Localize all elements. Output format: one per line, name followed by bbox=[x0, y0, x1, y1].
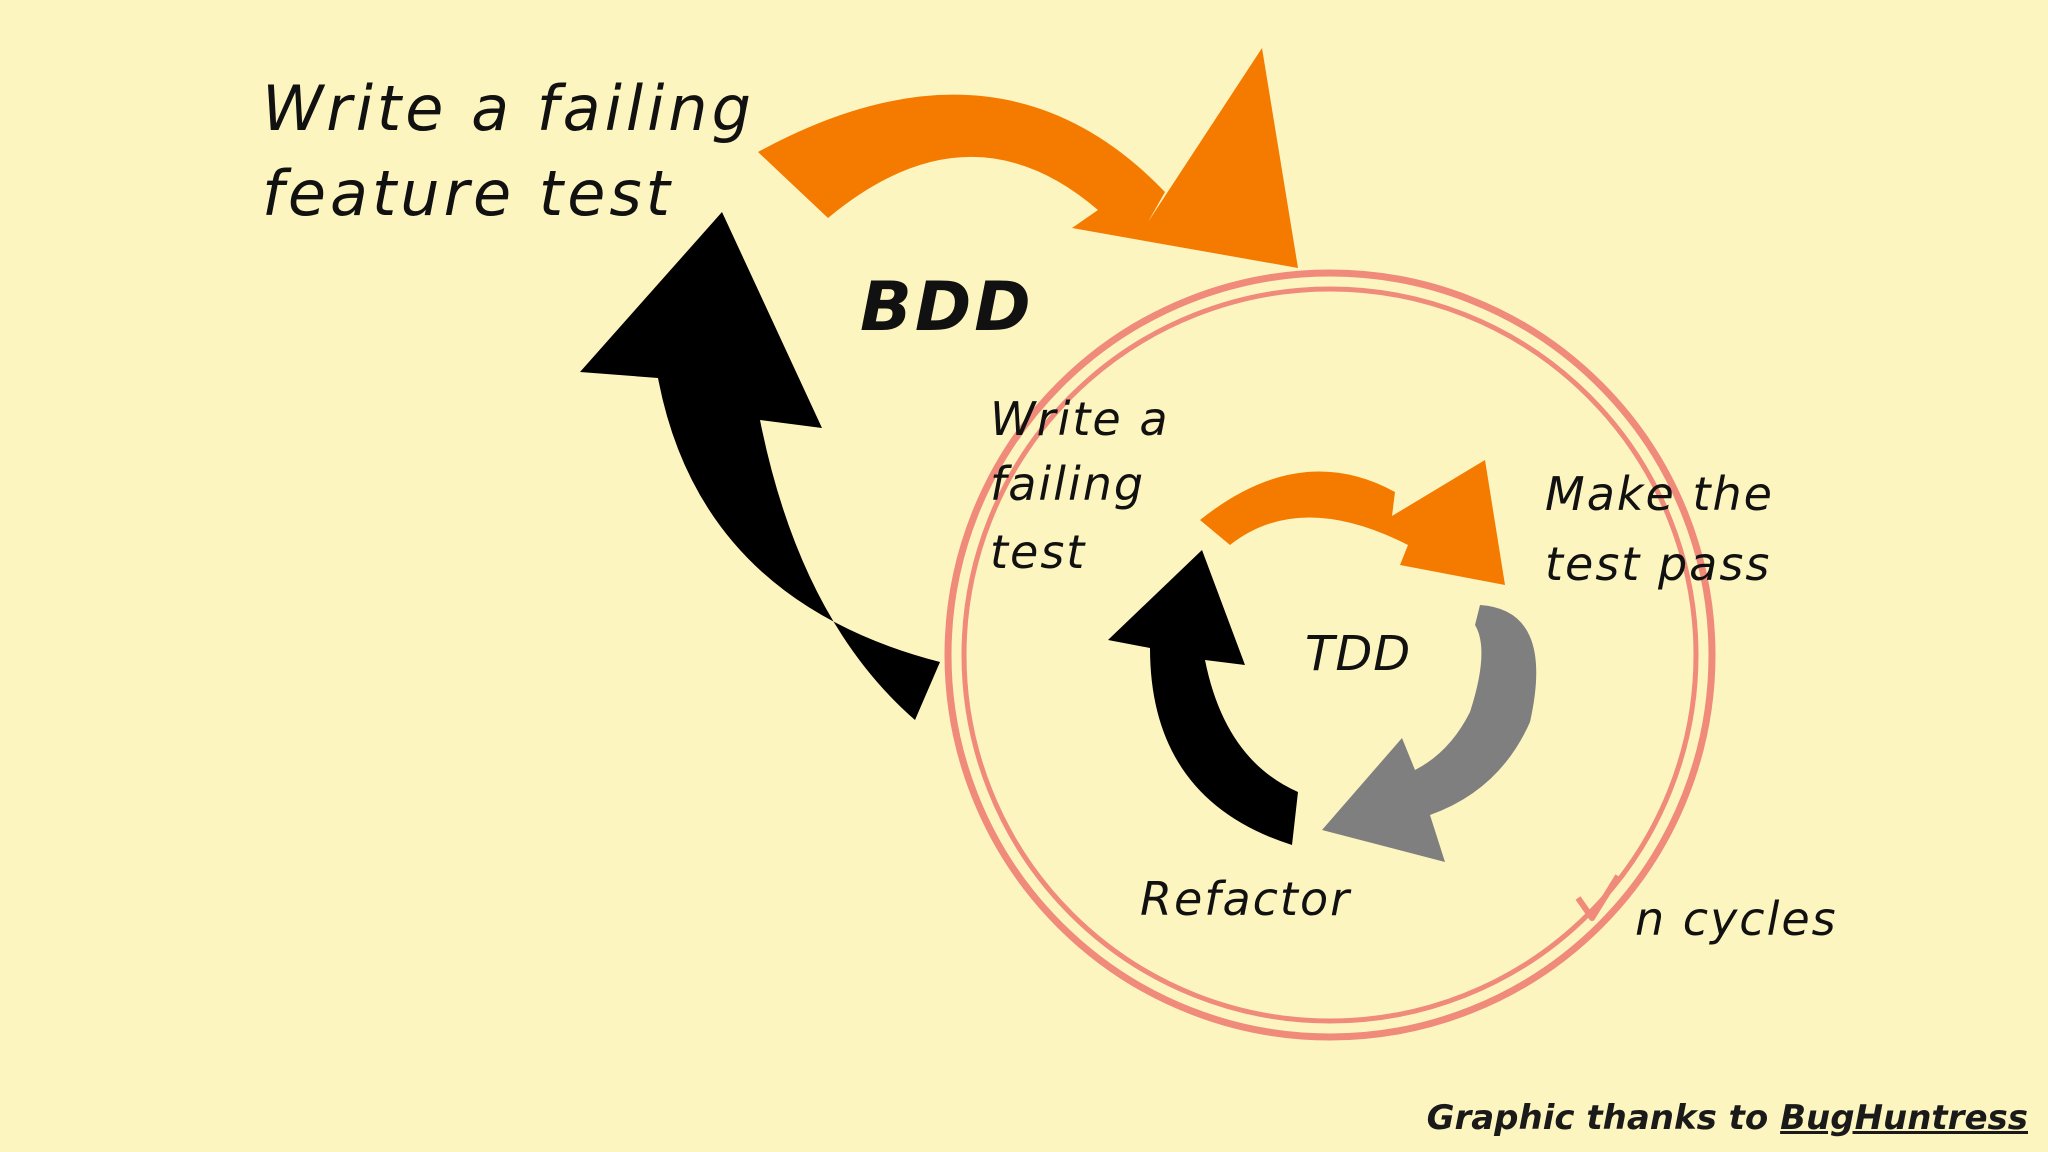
tdd-label: TDD bbox=[1305, 626, 1411, 682]
tdd-write-failing-test-line2: failing bbox=[990, 457, 1145, 511]
cycle-direction-arrowhead bbox=[1575, 874, 1621, 921]
tdd-refactor-label: Refactor bbox=[1140, 872, 1352, 926]
bdd-orange-arrow bbox=[758, 48, 1298, 268]
bdd-black-arrow bbox=[580, 212, 940, 720]
bdd-label: BDD bbox=[860, 268, 1034, 347]
bdd-write-failing-feature-test-line1: Write a failing bbox=[262, 72, 755, 145]
tdd-make-test-pass-line2: test pass bbox=[1545, 537, 1771, 591]
credit-prefix: Graphic thanks to bbox=[1426, 1098, 1781, 1138]
n-cycles-label: n cycles bbox=[1635, 892, 1838, 946]
credit-link-bughuntress[interactable]: BugHuntress bbox=[1780, 1098, 2028, 1138]
tdd-black-arrow bbox=[1108, 550, 1298, 845]
cycle-ring-inner bbox=[961, 286, 1699, 1024]
tdd-orange-arrow bbox=[1200, 460, 1505, 585]
cycle-ring-outer bbox=[944, 269, 1716, 1041]
tdd-make-test-pass-line1: Make the bbox=[1545, 467, 1774, 521]
tdd-gray-arrow bbox=[1322, 605, 1537, 862]
bdd-write-failing-feature-test-line2: feature test bbox=[262, 157, 674, 230]
tdd-write-failing-test-line1: Write a bbox=[990, 392, 1170, 446]
graphic-credit: Graphic thanks to BugHuntress bbox=[1427, 1098, 2028, 1138]
tdd-write-failing-test-line3: test bbox=[990, 525, 1086, 579]
